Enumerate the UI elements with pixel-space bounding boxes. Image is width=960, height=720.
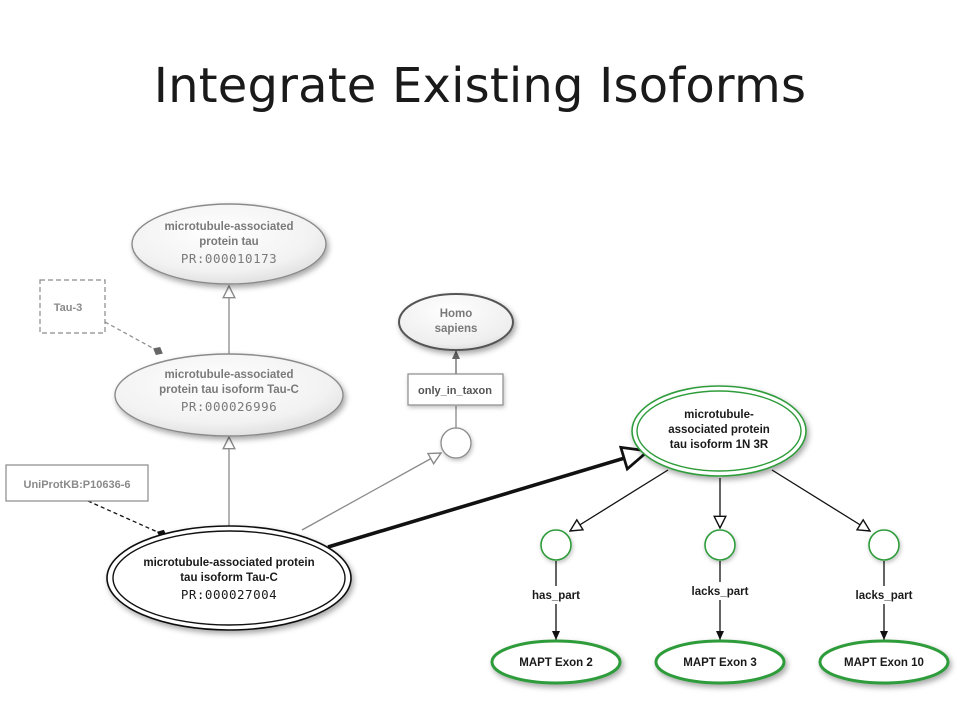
node-homo-line2: sapiens bbox=[435, 323, 478, 335]
node-exon3-label: MAPT Exon 3 bbox=[683, 657, 756, 669]
node-tau-id: PR:000010173 bbox=[181, 251, 277, 266]
node-tau-c-human bbox=[106, 525, 352, 631]
node-green-circle-1 bbox=[540, 529, 572, 561]
node-exon2 bbox=[490, 639, 622, 685]
edge-isa-human-to-1n3r bbox=[327, 451, 648, 549]
node-exon2-label: MAPT Exon 2 bbox=[519, 657, 592, 669]
edge-label-bg-3 bbox=[850, 586, 918, 604]
node-tau bbox=[131, 203, 327, 285]
node-tau-line1: microtubule-associated bbox=[164, 221, 293, 233]
edge-1n3r-to-circle3 bbox=[771, 469, 870, 531]
node-tau-line2: protein tau bbox=[199, 236, 258, 248]
box-only-in-taxon bbox=[407, 373, 504, 406]
node-1n3r-line1: microtubule- bbox=[684, 409, 754, 421]
edge-tau3-xref bbox=[104, 321, 163, 356]
box-uniprot bbox=[5, 464, 149, 502]
edge-1n3r-to-circle1 bbox=[570, 469, 669, 531]
node-tau-c-line2: protein tau isoform Tau-C bbox=[159, 384, 299, 396]
box-tau3 bbox=[39, 279, 106, 334]
slide-title: Integrate Existing Isoforms bbox=[153, 58, 807, 114]
node-1n3r-line2: associated protein bbox=[668, 424, 770, 436]
node-tau-c-line1: microtubule-associated bbox=[164, 369, 293, 381]
edge-label-lacks-part-1: lacks_part bbox=[692, 586, 749, 598]
node-homo-line1: Homo bbox=[440, 308, 473, 320]
node-exon10-label: MAPT Exon 10 bbox=[844, 657, 924, 669]
node-exon10 bbox=[818, 639, 950, 685]
node-green-circle-3 bbox=[868, 529, 900, 561]
node-tau-c-human-line1: microtubule-associated protein bbox=[143, 557, 314, 569]
node-1n3r-line3: tau isoform 1N 3R bbox=[670, 439, 769, 451]
node-tau-c-id: PR:000026996 bbox=[181, 399, 277, 414]
box-only-in-taxon-label: only_in_taxon bbox=[418, 385, 492, 397]
box-tau3-label: Tau-3 bbox=[54, 302, 83, 314]
edge-uniprot-xref bbox=[87, 500, 168, 539]
edge-label-has-part: has_part bbox=[532, 590, 580, 602]
edge-label-lacks-part-2: lacks_part bbox=[856, 590, 913, 602]
node-exon3 bbox=[654, 639, 786, 685]
edge-label-bg-2 bbox=[686, 582, 754, 600]
edge-label-bg-1 bbox=[524, 586, 588, 604]
edge-isa-human-to-circle bbox=[301, 453, 441, 531]
node-tau-c-human-id: PR:000027004 bbox=[181, 587, 277, 602]
box-uniprot-label: UniProtKB:P10636-6 bbox=[24, 479, 131, 491]
node-homo-sapiens bbox=[398, 293, 514, 351]
node-isoform-1n3r bbox=[631, 385, 807, 477]
node-green-circle-2 bbox=[704, 529, 736, 561]
node-tau-c-human-line2: tau isoform Tau-C bbox=[180, 572, 278, 584]
node-anon-circle bbox=[440, 427, 472, 459]
node-tau-c bbox=[114, 353, 344, 437]
